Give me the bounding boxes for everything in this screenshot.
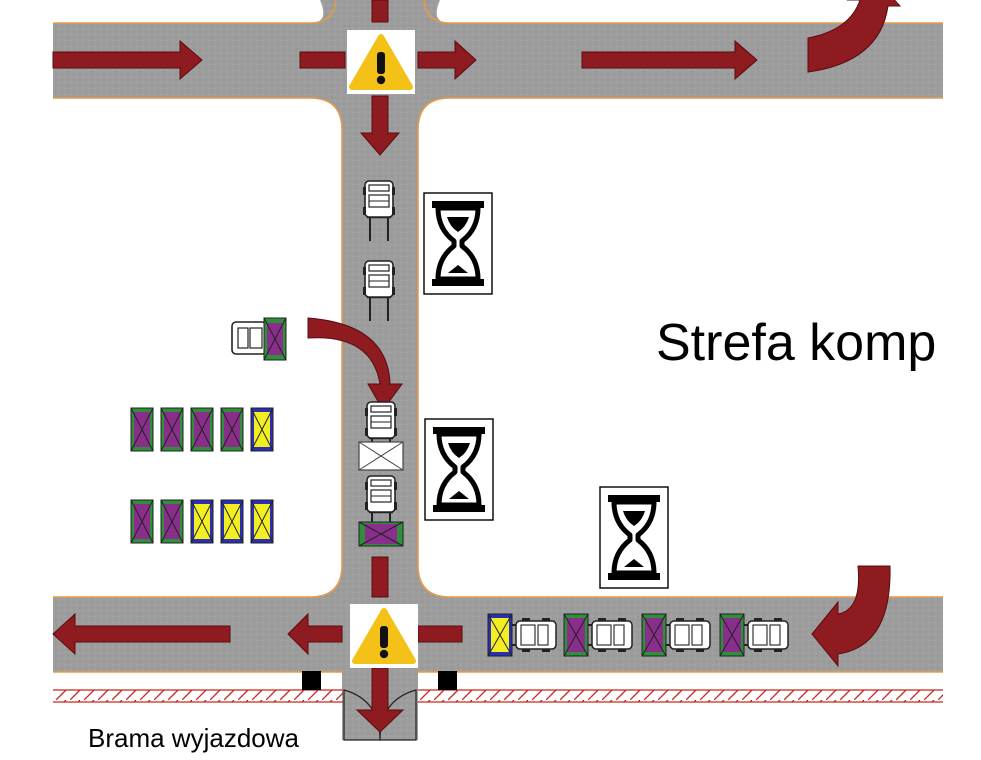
arrow-left [52,612,231,656]
pallet-icon [190,499,214,544]
pallet-icon [130,499,154,544]
warning-triangle-icon [350,604,418,668]
pallet-icon [160,499,184,544]
curved-arrow-up [807,0,902,73]
gate-post-left [302,671,321,690]
forklift-queue [487,613,789,657]
pallet-icon [358,521,404,547]
pallet-storage [130,407,274,544]
pallet-icon [190,407,214,452]
arrow-down [355,667,405,733]
forklift-icon [231,317,287,361]
hourglass-icon [425,419,493,520]
forklift-icon [641,613,711,657]
warning-triangle-icon [347,30,415,94]
pallet-icon [250,407,274,452]
arrow-right [299,51,346,69]
forklift-icon [719,613,789,657]
curved-arrows [307,0,902,668]
pallet-icon [487,613,513,657]
hourglass-icon [424,193,492,294]
pallet-icon [220,407,244,452]
pallet-icon [719,613,745,657]
pallet-icon [263,317,287,361]
pallet-icon [220,499,244,544]
wall-hatch [53,671,943,703]
arrow-down [371,0,389,23]
gate-doors [343,689,417,741]
gate-post-right [438,671,457,690]
pallet-icon [563,613,589,657]
forklift-icon [563,613,633,657]
arrow-down [359,95,401,156]
pallet-icon [160,407,184,452]
flow-arrows [52,0,758,733]
pallet-icon [358,441,404,471]
arrow-left [417,625,463,643]
curved-arrow-left [811,565,891,668]
curved-arrow-down [307,317,403,411]
forklift-icon [487,613,557,657]
hourglass-icon [600,487,668,588]
arrow-right [417,39,477,81]
pallet-icon [641,613,667,657]
arrow-down [371,556,389,598]
pallet-icon [250,499,274,544]
gate-label: Brama wyjazdowa [88,723,299,753]
pallet-icon [130,407,154,452]
arrow-right [52,39,203,81]
forklift-icon [358,474,404,547]
zone-title: Strefa komp [656,314,937,372]
forklift-icon [358,400,404,471]
arrow-right [581,39,758,81]
arrow-left [287,612,343,656]
